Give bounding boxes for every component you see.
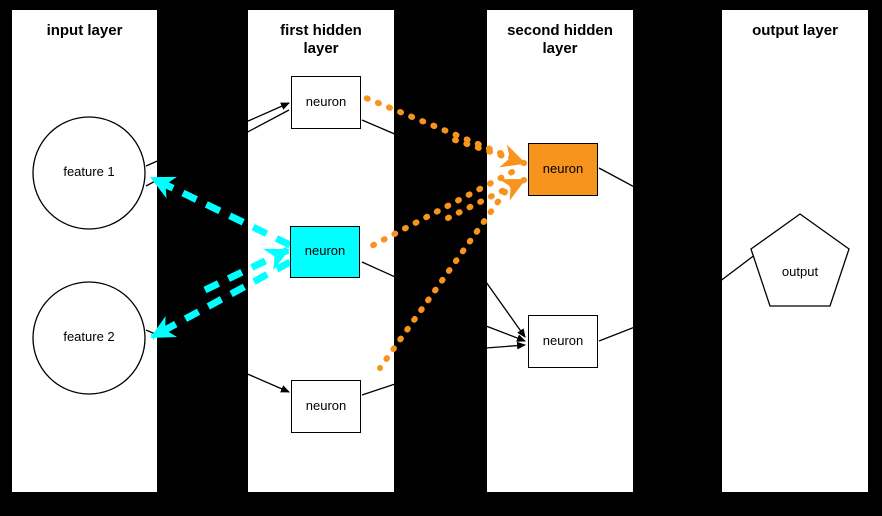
node-hidden2-neuron-1-highlighted[interactable] bbox=[528, 143, 598, 196]
layer-panel-output bbox=[722, 10, 868, 492]
layer-panel-hidden-2 bbox=[487, 10, 633, 492]
layer-title-output: output layer bbox=[752, 22, 838, 39]
layer-title-input: input layer bbox=[46, 22, 123, 39]
node-hidden1-neuron-1[interactable] bbox=[291, 76, 361, 129]
layer-title-hidden-1: first hidden layer bbox=[280, 22, 362, 58]
node-hidden2-neuron-2[interactable] bbox=[528, 315, 598, 368]
layer-panel-input bbox=[12, 10, 157, 492]
node-hidden1-neuron-2-highlighted[interactable] bbox=[290, 226, 360, 278]
node-hidden1-neuron-3[interactable] bbox=[291, 380, 361, 433]
layer-title-hidden-2: second hidden layer bbox=[507, 22, 613, 58]
